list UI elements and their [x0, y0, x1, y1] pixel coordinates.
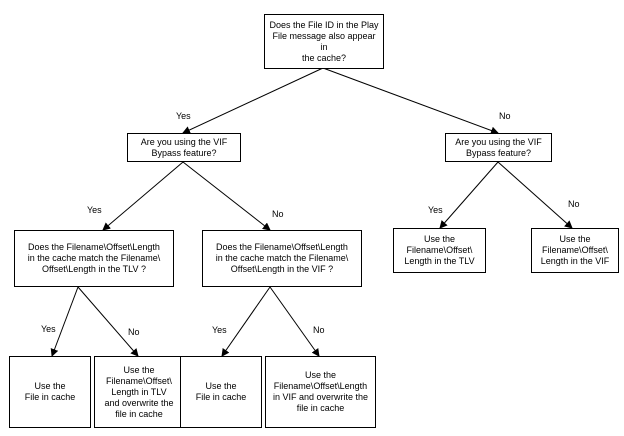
label-tlv-yes: Yes — [41, 324, 56, 334]
label-vif-yes: Yes — [87, 205, 102, 215]
node-cache-1: Use the File in cache — [9, 356, 91, 428]
node-cache-1-text: Use the File in cache — [24, 381, 76, 402]
node-match-tlv: Does the Filename\Offset\Length in the c… — [14, 230, 174, 287]
edge-tlv-yes — [50, 286, 79, 357]
edge-vif-yes — [102, 161, 184, 231]
node-match-vif-text: Does the Filename\Offset\Length in the c… — [215, 242, 349, 274]
label-vif2-yes: Yes — [428, 205, 443, 215]
node-vif-question-no: Are you using the VIF Bypass feature? — [445, 133, 552, 162]
node-cache-2: Use the File in cache — [180, 356, 262, 428]
edge-tlv-no — [77, 286, 139, 357]
node-use-vif-text: Use the Filename\Offset\ Length in the V… — [540, 234, 610, 266]
node-overwrite-vif: Use the Filename\Offset\Length in VIF an… — [265, 356, 376, 428]
edge-vifm-yes — [221, 286, 271, 357]
node-vif-question-no-text: Are you using the VIF Bypass feature? — [455, 136, 542, 158]
label-tlv-no: No — [128, 327, 140, 337]
edge-root-no — [322, 67, 499, 135]
node-use-vif: Use the Filename\Offset\ Length in the V… — [531, 228, 619, 273]
node-use-tlv-text: Use the Filename\Offset\ Length in the T… — [404, 234, 475, 266]
edge-vif2-yes — [439, 161, 499, 229]
node-match-tlv-text: Does the Filename\Offset\Length in the c… — [27, 242, 161, 274]
label-root-yes: Yes — [176, 111, 191, 121]
label-vifm-no: No — [313, 325, 325, 335]
node-use-tlv: Use the Filename\Offset\ Length in the T… — [393, 228, 486, 273]
label-vifm-yes: Yes — [212, 325, 227, 335]
node-root: Does the File ID in the Play File messag… — [264, 14, 384, 69]
node-overwrite-tlv: Use the Filename\Offset\ Length in TLV a… — [94, 356, 184, 428]
node-root-text: Does the File ID in the Play File messag… — [269, 19, 379, 63]
label-vif2-no: No — [568, 199, 580, 209]
edge-vifm-no — [269, 286, 320, 357]
node-overwrite-vif-text: Use the Filename\Offset\Length in VIF an… — [272, 370, 369, 413]
node-vif-question-yes-text: Are you using the VIF Bypass feature? — [140, 136, 228, 158]
node-overwrite-tlv-text: Use the Filename\Offset\ Length in TLV a… — [104, 364, 174, 419]
node-cache-2-text: Use the File in cache — [195, 381, 247, 402]
edge-root-yes — [182, 67, 324, 134]
label-vif-no: No — [272, 209, 284, 219]
label-root-no: No — [499, 111, 511, 121]
edge-vif-no — [182, 161, 271, 231]
edge-vif2-no — [497, 161, 573, 229]
node-vif-question-yes: Are you using the VIF Bypass feature? — [127, 133, 241, 162]
node-match-vif: Does the Filename\Offset\Length in the c… — [202, 230, 362, 287]
